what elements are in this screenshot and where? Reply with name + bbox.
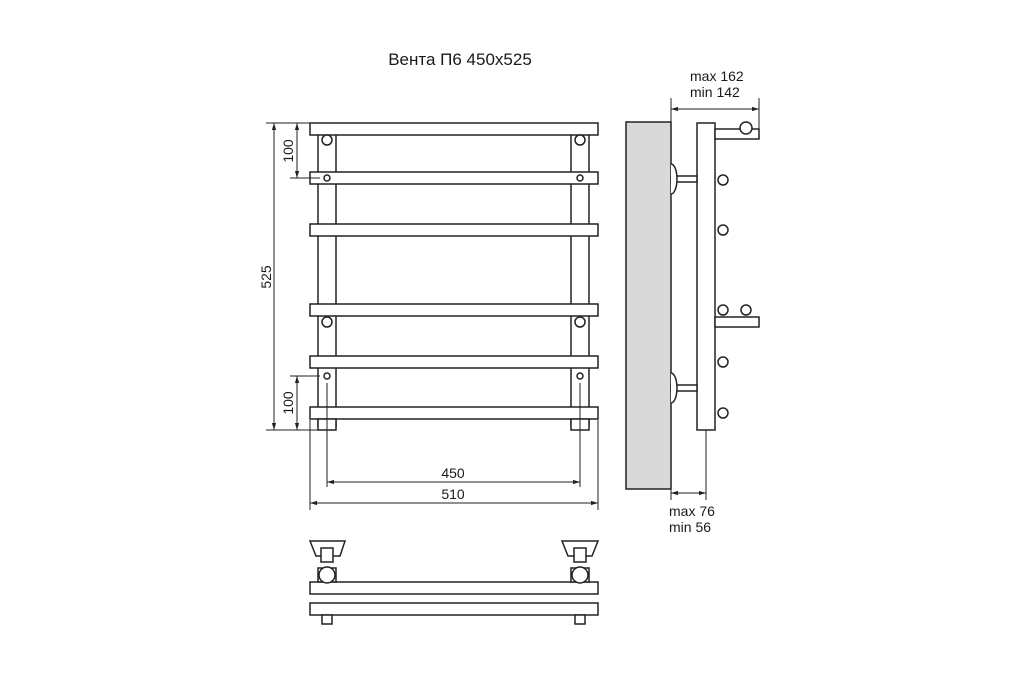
drawing-title: Вента П6 450x525 bbox=[388, 50, 532, 69]
bottom-spacing-label: 100 bbox=[280, 391, 296, 415]
wall bbox=[625, 121, 672, 490]
depth-bottom-min-label: min 56 bbox=[669, 519, 712, 535]
mount-hole bbox=[321, 316, 333, 328]
depth-top-min-label: min 142 bbox=[690, 84, 740, 100]
mount-hole bbox=[321, 134, 333, 146]
shelf-arm bbox=[714, 128, 760, 140]
bar-6 bbox=[309, 406, 599, 420]
shelf-arm bbox=[714, 316, 760, 328]
center-width-label: 450 bbox=[441, 465, 465, 481]
connection-point bbox=[576, 174, 584, 182]
side-dimensions bbox=[670, 98, 760, 500]
side-view bbox=[625, 121, 760, 490]
bar-5 bbox=[309, 355, 599, 369]
connection-point bbox=[576, 372, 584, 380]
bar-4 bbox=[309, 303, 599, 317]
depth-top-max-label: max 162 bbox=[690, 68, 744, 84]
mount-hole bbox=[574, 134, 586, 146]
bar-3 bbox=[309, 223, 599, 237]
side-collector bbox=[696, 122, 716, 431]
bar-2 bbox=[309, 171, 599, 185]
bar-1 bbox=[309, 122, 599, 136]
right-joint bbox=[571, 566, 589, 584]
right-mount-stem bbox=[573, 547, 587, 563]
left-mount-stem bbox=[320, 547, 334, 563]
mount-hole bbox=[574, 316, 586, 328]
right-stub bbox=[574, 614, 586, 625]
top-spacing-label: 100 bbox=[280, 139, 296, 163]
connection-point bbox=[323, 372, 331, 380]
connection-point bbox=[323, 174, 331, 182]
top-bar-2 bbox=[309, 602, 599, 616]
overall-width-label: 510 bbox=[441, 486, 465, 502]
front-view bbox=[309, 122, 599, 431]
side-depth-labels-bottom: max 76 min 56 bbox=[669, 503, 715, 535]
depth-bottom-max-label: max 76 bbox=[669, 503, 715, 519]
bracket-cup bbox=[670, 163, 678, 195]
left-joint bbox=[318, 566, 336, 584]
height-total-label: 525 bbox=[258, 265, 274, 289]
top-bar-1 bbox=[309, 581, 599, 595]
side-depth-labels-top: max 162 min 142 bbox=[690, 68, 744, 100]
top-view bbox=[308, 540, 600, 625]
front-dimensions bbox=[266, 122, 599, 510]
left-stub bbox=[321, 614, 333, 625]
bracket-cup bbox=[670, 372, 678, 404]
